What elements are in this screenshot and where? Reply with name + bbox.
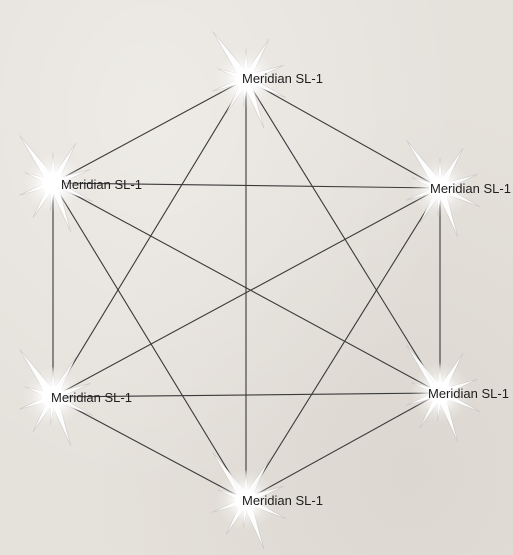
edge-upper-right-bottom bbox=[246, 188, 440, 500]
edge-lower-right-bottom bbox=[246, 393, 440, 500]
edge-layer bbox=[53, 79, 440, 500]
edge-top-lower-right bbox=[246, 79, 440, 393]
node-label-upper-left: Meridian SL-1 bbox=[61, 177, 142, 192]
node-label-top: Meridian SL-1 bbox=[242, 71, 323, 86]
node-label-lower-right: Meridian SL-1 bbox=[428, 386, 509, 401]
edge-top-upper-right bbox=[246, 79, 440, 188]
edge-top-upper-left bbox=[53, 79, 246, 183]
edge-bottom-lower-left bbox=[53, 397, 246, 500]
node-label-upper-right: Meridian SL-1 bbox=[430, 181, 511, 196]
node-label-bottom: Meridian SL-1 bbox=[242, 493, 323, 508]
edge-bottom-upper-left bbox=[53, 183, 246, 500]
edge-top-lower-left bbox=[53, 79, 246, 397]
node-label-lower-left: Meridian SL-1 bbox=[51, 390, 132, 405]
